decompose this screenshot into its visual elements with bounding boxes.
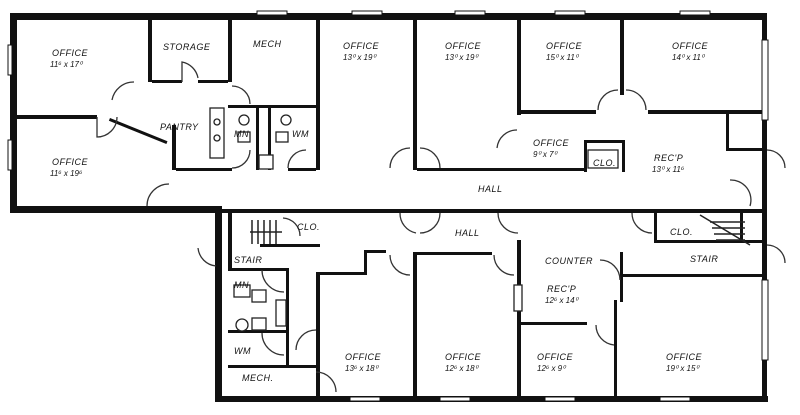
- room-label-wc-women-top: WM: [292, 129, 309, 139]
- room-label-office-ne: OFFICE: [672, 41, 708, 51]
- room-dim-office-ne: 14⁰ x 11⁰: [672, 53, 706, 62]
- room-label-office-s1: OFFICE: [345, 352, 381, 362]
- room-label-office-nw: OFFICE: [52, 48, 88, 58]
- room-label-clo-top: CLO.: [593, 158, 616, 168]
- room-label-storage: STORAGE: [163, 42, 211, 52]
- room-label-office-s3: OFFICE: [537, 352, 573, 362]
- room-label-office-s2: OFFICE: [445, 352, 481, 362]
- room-dim-office-s2: 12⁶ x 18⁰: [445, 364, 480, 373]
- room-dim-office-w: 11⁶ x 19⁶: [50, 169, 83, 178]
- room-label-wc-women-bottom: WM: [234, 346, 251, 356]
- room-label-office-w: OFFICE: [52, 157, 88, 167]
- room-dim-office-s1: 13⁶ x 18⁰: [345, 364, 380, 373]
- room-label-office-s4: OFFICE: [666, 352, 702, 362]
- interior-walls-bottom: [228, 213, 762, 396]
- interior-walls-top: [17, 20, 766, 172]
- plumbing-fixtures: [209, 107, 619, 332]
- room-label-mech-bottom: MECH.: [242, 373, 274, 383]
- room-dim-office-s4: 19⁰ x 15⁰: [666, 364, 700, 373]
- room-dim-recep-top: 13⁰ x 11⁶: [652, 165, 685, 174]
- room-dim-office-b: 13⁰ x 19⁰: [445, 53, 479, 62]
- stair-right: [699, 214, 751, 246]
- room-dim-office-c: 15⁰ x 11⁰: [546, 53, 580, 62]
- room-label-stair-right: STAIR: [690, 254, 718, 264]
- room-dim-office-s3: 12⁶ x 9⁰: [537, 364, 567, 373]
- room-dim-recep-bottom: 12⁶ x 14⁰: [545, 296, 580, 305]
- room-label-counter: COUNTER: [545, 256, 593, 266]
- room-label-wc-men-top: MN: [234, 129, 249, 139]
- room-dim-office-a: 13⁰ x 19⁰: [343, 53, 377, 62]
- room-dim-office-nw: 11⁶ x 17⁰: [50, 60, 84, 69]
- room-label-mech-top: MECH: [253, 39, 282, 49]
- stair-left: [250, 220, 282, 244]
- door-swings: [96, 61, 786, 393]
- room-label-office-b: OFFICE: [445, 41, 481, 51]
- windows: [7, 10, 769, 402]
- room-label-hall-bottom: HALL: [455, 228, 480, 238]
- room-label-pantry: PANTRY: [160, 122, 199, 132]
- room-dim-office-small: 9⁰ x 7⁰: [533, 150, 559, 159]
- room-label-wc-men-bottom: MN: [234, 280, 249, 290]
- room-label-hall-top: HALL: [478, 184, 503, 194]
- exterior-walls: [10, 13, 768, 402]
- room-label-recep-top: REC'P: [654, 153, 683, 163]
- room-label-clo-left: CLO.: [297, 222, 320, 232]
- room-label-clo-right: CLO.: [670, 227, 693, 237]
- room-label-office-a: OFFICE: [343, 41, 379, 51]
- room-label-recep-bottom: REC'P: [547, 284, 576, 294]
- room-label-office-small: OFFICE: [533, 138, 569, 148]
- room-label-stair-left: STAIR: [234, 255, 262, 265]
- room-label-office-c: OFFICE: [546, 41, 582, 51]
